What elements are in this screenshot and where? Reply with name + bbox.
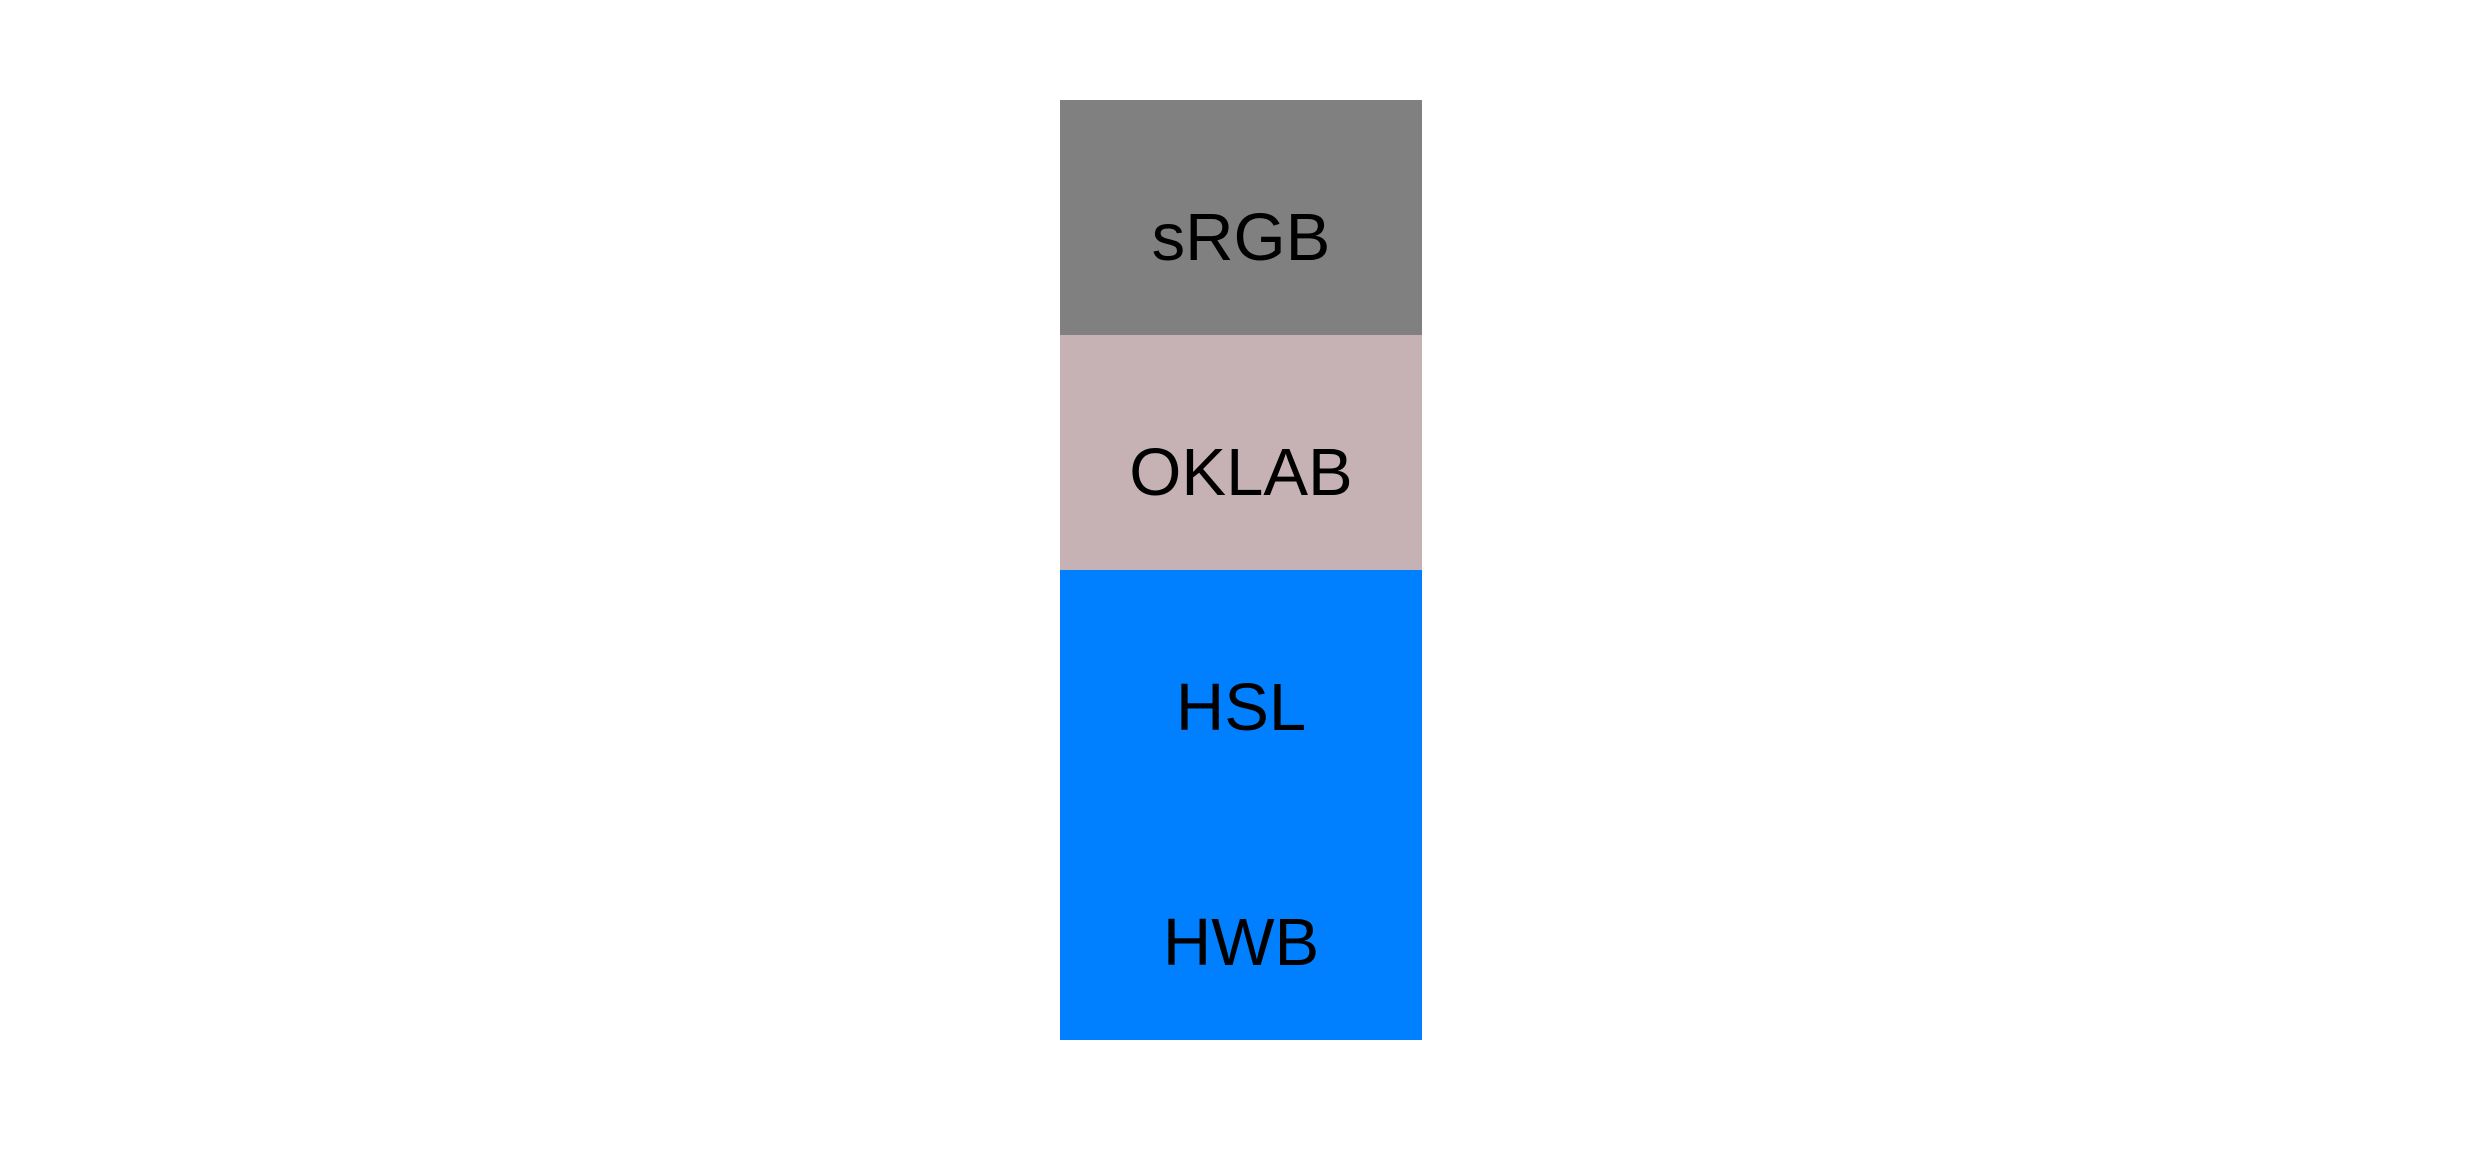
swatch-label-hwb: HWB	[1162, 905, 1320, 980]
color-space-swatch-stack: sRGB OKLAB HSL HWB	[1060, 100, 1422, 1040]
swatch-oklab: OKLAB	[1060, 335, 1422, 570]
swatch-label-srgb: sRGB	[1151, 200, 1331, 275]
swatch-label-oklab: OKLAB	[1129, 435, 1353, 510]
swatch-hwb: HWB	[1060, 805, 1422, 1040]
swatch-hsl: HSL	[1060, 570, 1422, 805]
swatch-label-hsl: HSL	[1175, 670, 1307, 745]
swatch-srgb: sRGB	[1060, 100, 1422, 335]
